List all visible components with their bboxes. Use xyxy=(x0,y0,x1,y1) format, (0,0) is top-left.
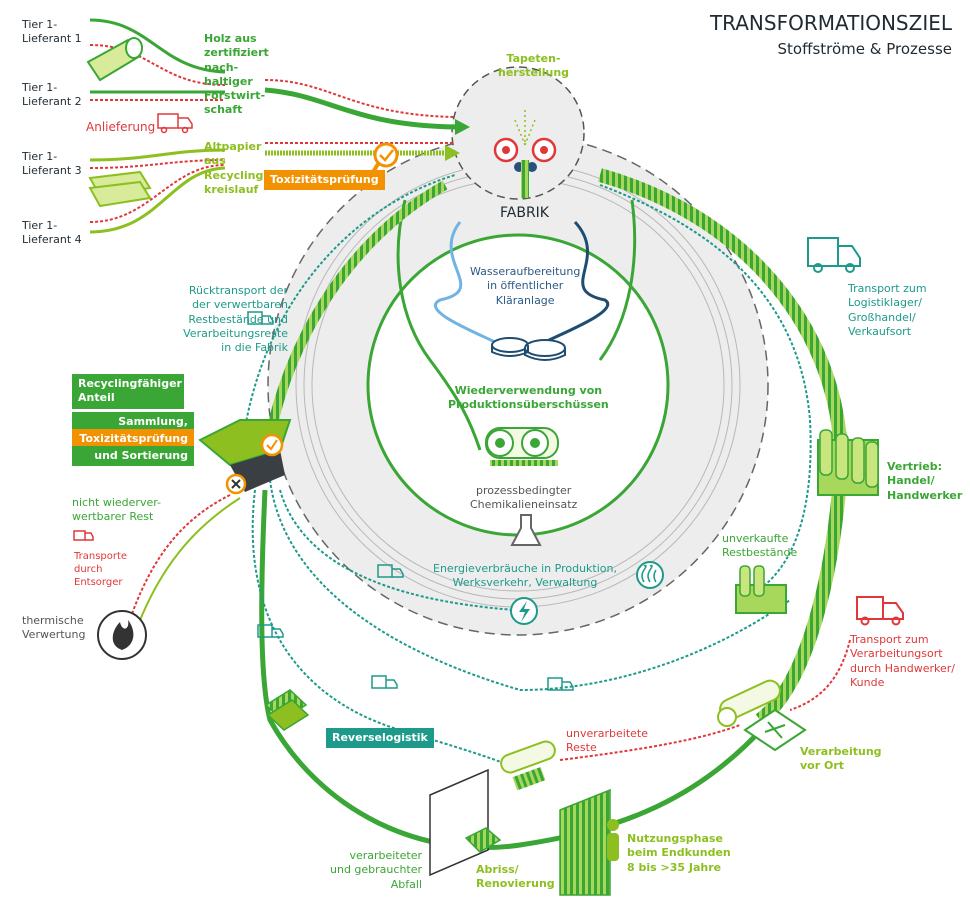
page-subtitle: Stoffströme & Prozesse xyxy=(777,40,952,58)
transport-processing-label: Transport zum Verarbeitungsort durch Han… xyxy=(850,633,955,689)
sales-label: Vertrieb: Handel/ Handwerker xyxy=(887,460,963,502)
waste-label: verarbeiteter und gebrauchter Abfall xyxy=(330,849,423,891)
return-loop-outer xyxy=(259,489,772,851)
unsold-label: unverkaufte Restbestände xyxy=(722,532,798,560)
non-reusable-label: nicht wiederver- wertbarer Rest xyxy=(72,496,162,524)
reverse-logistics-badge: Reverselogistik xyxy=(326,728,434,749)
factory-machine-icon xyxy=(493,110,557,198)
truck-icon xyxy=(157,113,193,134)
reuse-label: Wiederverwendung von Produktionsüberschü… xyxy=(448,384,609,412)
return-truck-icon xyxy=(247,311,574,691)
supplier-2-label: Tier 1- Lieferant 2 xyxy=(22,81,82,109)
waste-pile-icon xyxy=(264,689,310,731)
scissors-icon xyxy=(743,708,807,752)
disposal-truck-icon xyxy=(73,530,94,541)
person-icon xyxy=(607,819,619,861)
page-title: TRANSFORMATIONSZIEL xyxy=(709,11,952,35)
teal-return-1 xyxy=(239,174,456,471)
delivery-label: Anlieferung xyxy=(86,120,156,134)
log-icon xyxy=(86,37,143,82)
recycling-bin-icon xyxy=(198,419,292,495)
lightning-icon xyxy=(510,597,538,625)
collection-badge-3: und Sortierung xyxy=(72,446,194,467)
paper-label: Altpapier aus Recycling- kreislauf xyxy=(204,140,268,196)
thermal-label: thermische Verwertung xyxy=(22,614,86,642)
unprocessed-label: unverarbeitete Reste xyxy=(566,727,648,755)
paint-rolls-icon xyxy=(817,429,879,496)
return-transport-label: Rücktransport der der verwertbaren Restb… xyxy=(183,284,288,355)
collection-badge-2: Toxizitätsprüfung xyxy=(72,429,194,450)
chemicals-label: prozessbedingter Chemikalieneinsatz xyxy=(470,484,578,512)
flame-icon xyxy=(97,610,147,660)
water-line-in xyxy=(433,221,496,344)
delivery-line xyxy=(264,79,456,118)
unsold-rolls-icon xyxy=(735,565,787,614)
factory-area xyxy=(267,66,769,636)
disposal-label: Transporte durch Entsorger xyxy=(74,551,128,588)
teal-return-2 xyxy=(599,184,812,601)
water-line-out xyxy=(544,220,610,344)
water-label: Wasseraufbereitung in öffentlicher Klära… xyxy=(470,265,581,307)
transport-logistics-label: Transport zum Logistiklager/ Großhandel/… xyxy=(848,282,927,338)
teal-return-3 xyxy=(269,479,791,692)
heat-icon xyxy=(636,561,664,589)
unprocessed-roll-icon xyxy=(500,740,556,791)
logistics-truck-icon xyxy=(807,237,861,273)
wood-label: Holz aus zertifiziert nach- haltiger For… xyxy=(204,32,269,117)
production-label: Tapeten- herstellung xyxy=(498,52,570,80)
energy-label: Energieverbräuche in Produktion, Werksve… xyxy=(433,562,617,590)
water-tank-icon xyxy=(491,337,566,361)
waste-line xyxy=(127,494,231,626)
reuse-loop xyxy=(396,199,482,451)
processing-line xyxy=(789,639,851,711)
usage-wall-icon xyxy=(559,788,611,896)
processing-label: Verarbeitung vor Ort xyxy=(800,745,882,773)
recyclable-badge: Recyclingfähiger Anteil xyxy=(72,374,184,409)
collection-badge-1: Sammlung, xyxy=(72,412,194,433)
processing-truck-icon xyxy=(856,596,904,626)
wood-input-line xyxy=(264,87,456,130)
teal-return-4 xyxy=(279,489,516,611)
flask-icon xyxy=(510,514,542,546)
reuse-rolls-icon xyxy=(485,427,559,466)
factory-label: FABRIK xyxy=(500,205,549,221)
paper-stack-icon xyxy=(88,170,152,208)
wallpaper-roll-icon xyxy=(717,679,781,727)
supplier-4-label: Tier 1- Lieferant 4 xyxy=(22,219,82,247)
toxicity-badge: Toxizitätsprüfung xyxy=(264,170,385,191)
renovation-icon xyxy=(429,768,502,877)
supplier-3-label: Tier 1- Lieferant 3 xyxy=(22,150,82,178)
supplier-1-label: Tier 1- Lieferant 1 xyxy=(22,18,82,46)
renovation-label: Abriss/ Renovierung xyxy=(476,863,555,891)
usage-label: Nutzungsphase beim Endkunden 8 bis >35 J… xyxy=(627,832,731,874)
supplier-lines xyxy=(89,18,226,234)
